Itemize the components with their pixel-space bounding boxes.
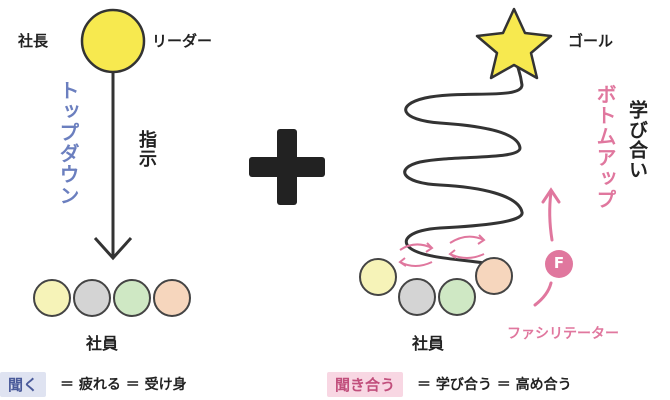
bottomup-label: ボトムアップ — [593, 84, 617, 210]
plus-icon — [249, 129, 325, 205]
staff-circle — [398, 278, 436, 316]
staff-label-right: 社員 — [412, 334, 445, 353]
instruction-arrow-head — [93, 236, 133, 261]
learn-together-label: 学び合い — [626, 100, 648, 180]
listen-tag: 聞く — [0, 371, 47, 397]
footer-right: 聞き合う ＝ 学び合う ＝ 高め合う — [327, 371, 572, 397]
topdown-label: トップダウン — [56, 80, 80, 206]
boss-circle — [80, 8, 146, 74]
leader-label: リーダー — [152, 32, 213, 50]
boss-label: 社長 — [18, 32, 49, 50]
upward-arrow-icon — [533, 187, 561, 307]
instruction-label: 指示 — [136, 130, 157, 168]
exchange-arrows-icon — [398, 234, 486, 267]
staff-circle — [475, 257, 513, 295]
listen-each-other-tag: 聞き合う — [327, 371, 404, 397]
staff-label-left: 社員 — [86, 334, 119, 353]
staff-circle — [438, 278, 476, 316]
facilitator-badge-letter: F — [553, 254, 565, 272]
spiral-path — [403, 51, 524, 267]
staff-circle — [359, 258, 397, 296]
staff-circle — [33, 279, 71, 317]
facilitator-label: ファシリテーター — [507, 326, 619, 342]
listen-each-other-equation: ＝ 学び合う ＝ 高め合う — [417, 377, 572, 393]
facilitator-badge — [545, 250, 573, 278]
staff-circle — [113, 279, 151, 317]
staff-circle — [73, 279, 111, 317]
staff-circle — [153, 279, 191, 317]
listen-equation: ＝ 疲れる ＝ 受け身 — [60, 377, 187, 393]
footer-left: 聞く ＝ 疲れる ＝ 受け身 — [0, 371, 187, 397]
goal-label: ゴール — [568, 32, 614, 50]
goal-star-icon — [475, 7, 553, 80]
